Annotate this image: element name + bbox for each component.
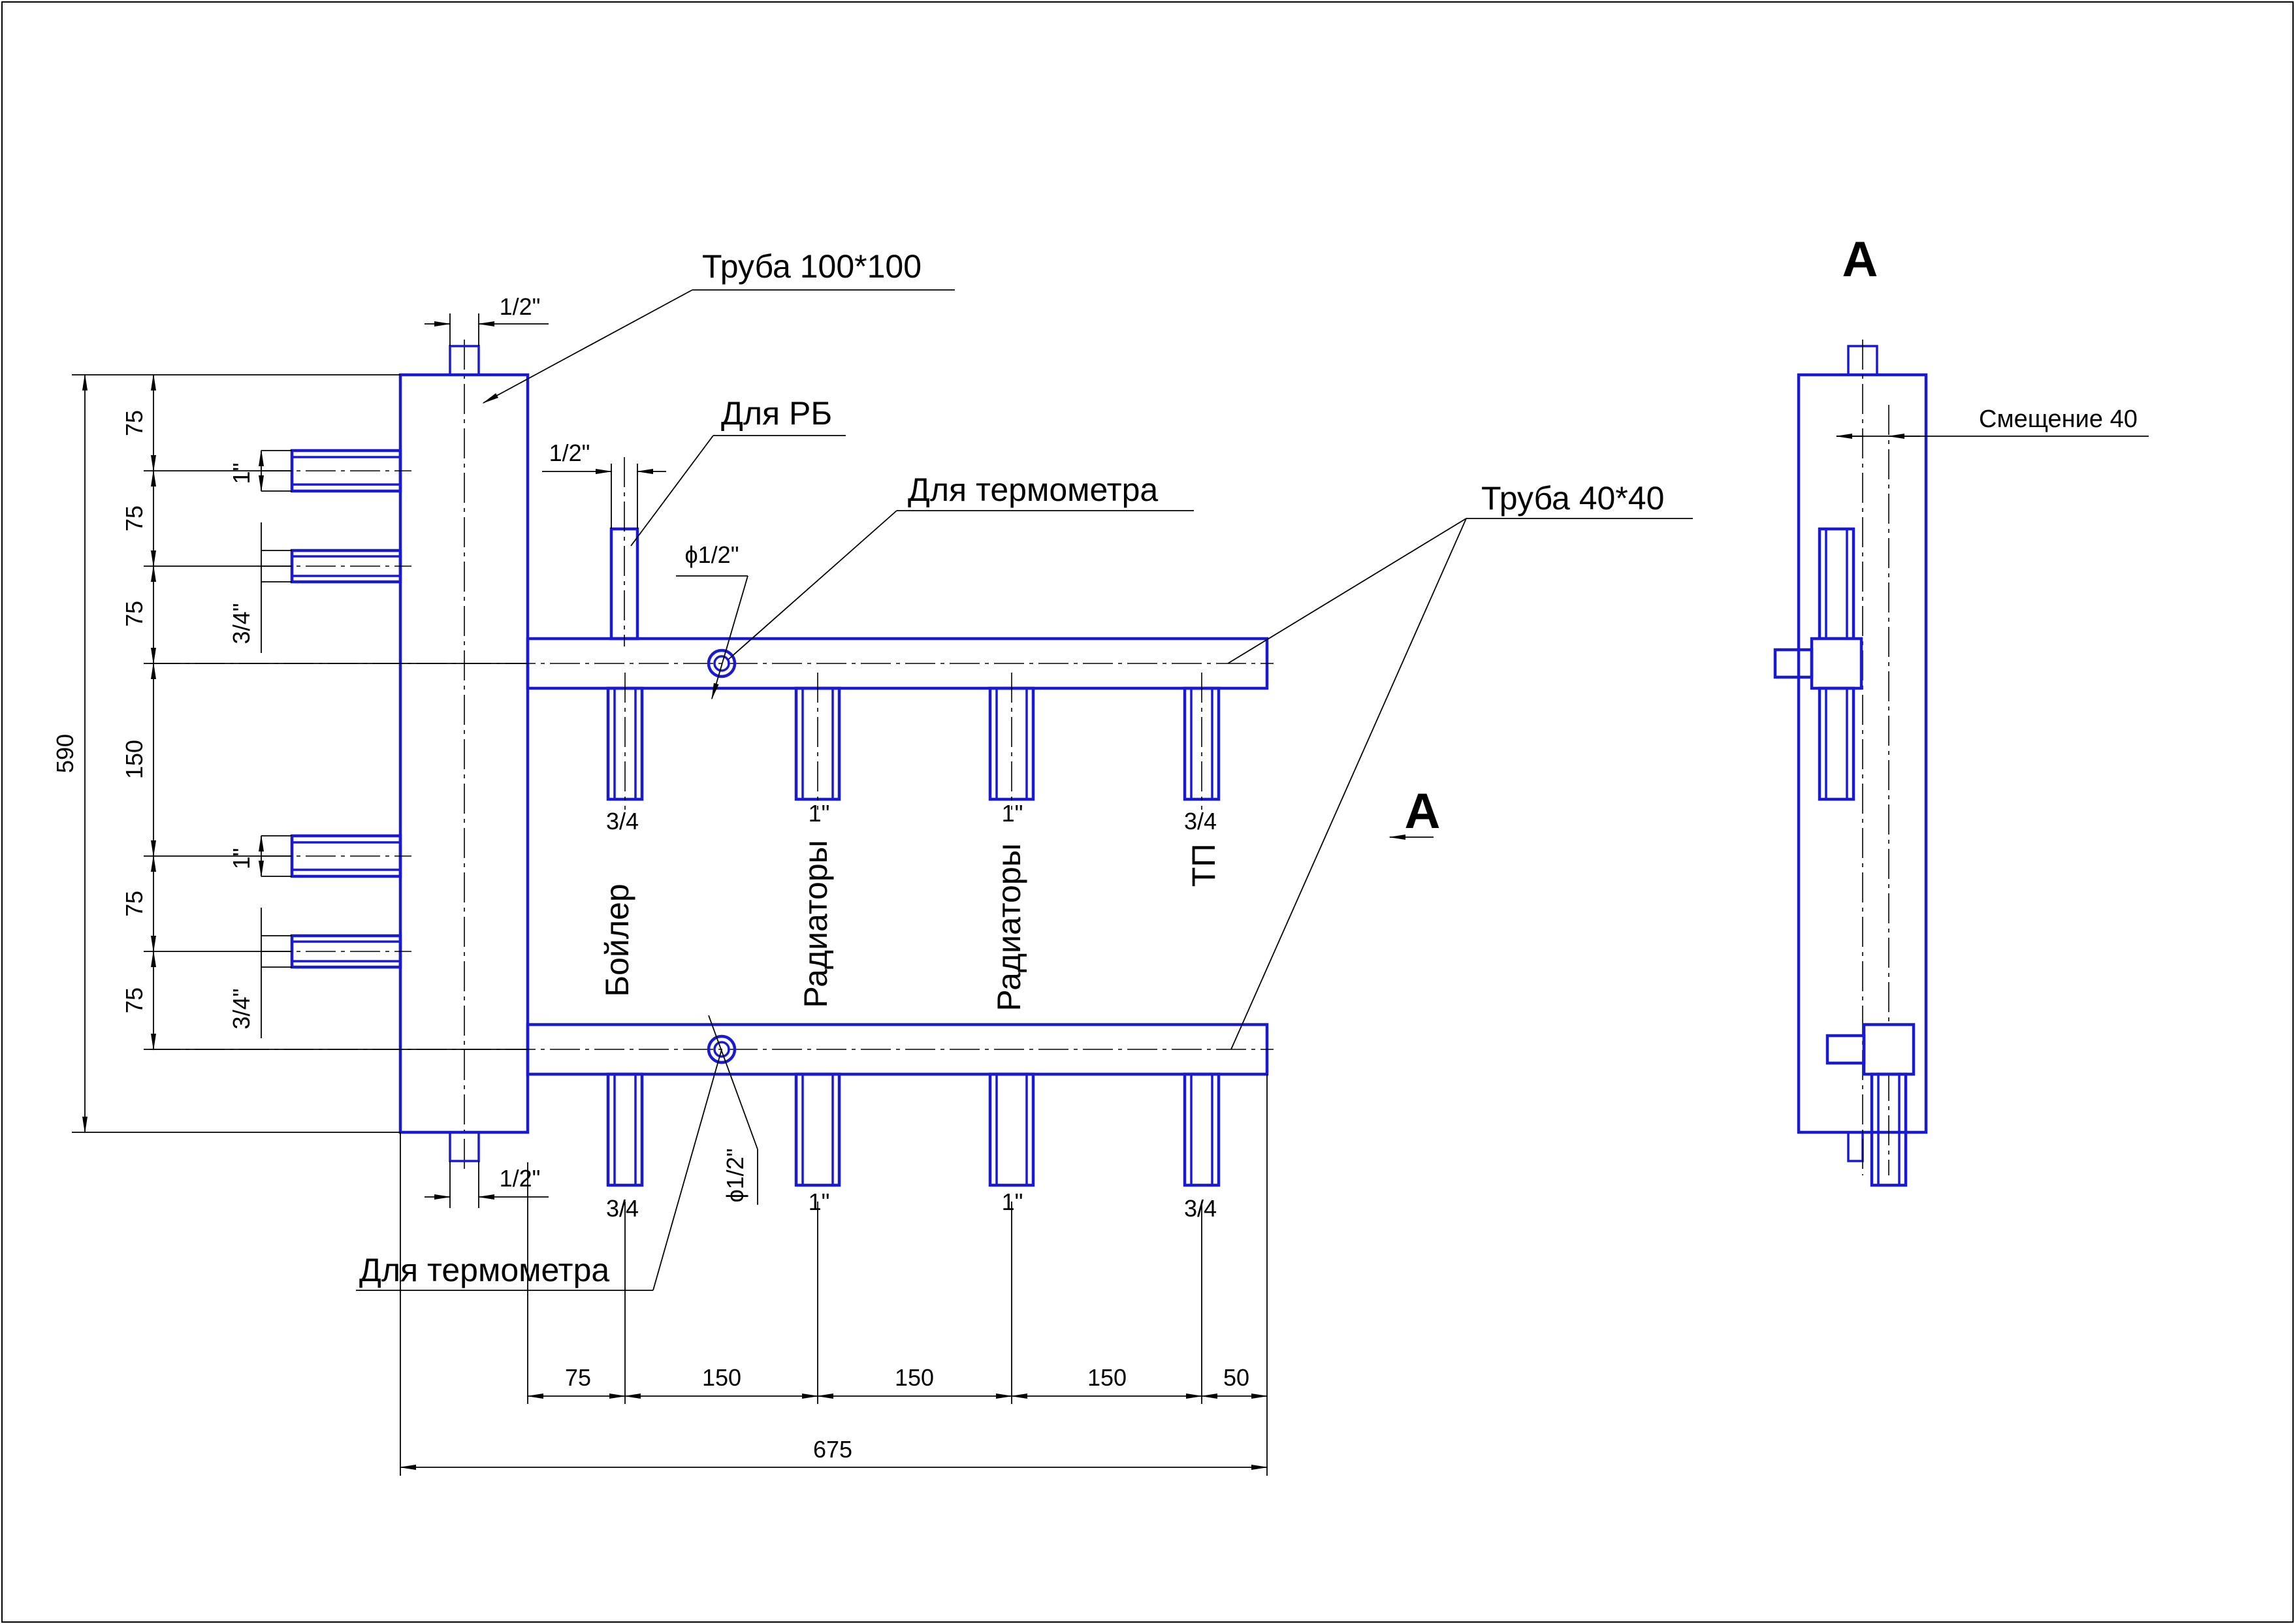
label-thermometer-top: Для термометра bbox=[908, 471, 1158, 508]
side-view: А Смещение 40 bbox=[1773, 232, 2149, 1187]
view-title: А bbox=[1842, 232, 1878, 287]
leader-lines bbox=[356, 289, 1693, 1291]
size-top-3: 1" bbox=[1002, 800, 1023, 827]
top-half-dimension bbox=[425, 313, 549, 346]
dim-bottom-total: 675 bbox=[813, 1436, 852, 1463]
dim-left-5: 75 bbox=[121, 891, 148, 917]
front-view: 75 150 150 150 50 675 bbox=[52, 248, 1693, 1476]
label-tube-main: Труба 100*100 bbox=[702, 248, 922, 285]
upper-outlets bbox=[606, 673, 1221, 810]
section-mark: А bbox=[1405, 784, 1441, 839]
thermometer-socket-top bbox=[707, 648, 737, 678]
dim-bottom-1: 75 bbox=[565, 1364, 591, 1391]
label-thermometer-bottom: Для термометра bbox=[359, 1252, 609, 1288]
dim-left-3: 75 bbox=[121, 601, 148, 627]
left-dimension-chain bbox=[72, 374, 528, 1134]
dim-bottom-2: 150 bbox=[702, 1364, 741, 1391]
size-left-4: 3/4" bbox=[228, 989, 255, 1030]
side-rb-nipple bbox=[1818, 527, 1855, 641]
size-left-2: 3/4" bbox=[228, 603, 255, 645]
side-upper-socket bbox=[1773, 648, 1814, 679]
size-top-4: 3/4 bbox=[1184, 808, 1217, 835]
rb-half-dimension bbox=[542, 464, 666, 529]
label-tp: ТП bbox=[1185, 844, 1222, 887]
top-nipple bbox=[449, 345, 480, 376]
lower-outlets bbox=[606, 1072, 1221, 1187]
side-lower-outlet bbox=[1870, 1072, 1908, 1187]
dim-left-4: 150 bbox=[121, 740, 148, 779]
bottom-nipple bbox=[449, 1131, 480, 1162]
label-radiators-2: Радиаторы bbox=[991, 843, 1027, 1011]
dim-phi-bottom: ϕ1/2" bbox=[722, 1149, 748, 1203]
dim-bottom-4: 150 bbox=[1087, 1364, 1127, 1391]
bottom-half-dimension bbox=[425, 1161, 549, 1208]
dim-top-half: 1/2" bbox=[500, 293, 541, 320]
left-nipples bbox=[261, 449, 411, 969]
size-top-2: 1" bbox=[809, 800, 830, 827]
dim-left-2: 75 bbox=[121, 505, 148, 532]
label-for-rb: Для РБ bbox=[721, 395, 832, 432]
phi-dimensions bbox=[676, 575, 758, 1205]
size-bottom-4: 3/4 bbox=[1184, 1195, 1217, 1222]
size-top-1: 3/4 bbox=[606, 808, 639, 835]
dim-left-total: 590 bbox=[52, 734, 78, 773]
bottom-dimension-chain bbox=[399, 1393, 1268, 1470]
side-lower-socket bbox=[1825, 1034, 1866, 1065]
dim-left-6: 75 bbox=[121, 987, 148, 1013]
side-bottom-nipple bbox=[1847, 1131, 1864, 1162]
size-left-3: 1" bbox=[228, 848, 255, 870]
dim-phi-top: ϕ1/2" bbox=[685, 541, 739, 568]
size-left-1: 1" bbox=[228, 463, 255, 485]
dim-bottom-half: 1/2" bbox=[500, 1165, 541, 1192]
label-radiators-1: Радиаторы bbox=[797, 840, 834, 1008]
side-upper-branch bbox=[1810, 637, 1863, 690]
side-upper-outlet bbox=[1818, 686, 1855, 801]
label-tube-branch: Труба 40*40 bbox=[1481, 480, 1664, 517]
label-offset: Смещение 40 bbox=[1979, 406, 2138, 433]
dim-rb-half: 1/2" bbox=[549, 439, 590, 466]
dim-left-1: 75 bbox=[121, 410, 148, 436]
thermometer-socket-bottom bbox=[707, 1034, 737, 1064]
size-bottom-1: 3/4 bbox=[606, 1195, 639, 1222]
size-bottom-2: 1" bbox=[809, 1188, 830, 1215]
size-bottom-3: 1" bbox=[1002, 1188, 1023, 1215]
dim-bottom-3: 150 bbox=[895, 1364, 934, 1391]
label-boiler: Бойлер bbox=[599, 884, 635, 996]
dim-bottom-5: 50 bbox=[1223, 1364, 1249, 1391]
bottom-extension-lines bbox=[400, 1074, 1268, 1476]
side-lower-branch bbox=[1862, 1023, 1916, 1076]
